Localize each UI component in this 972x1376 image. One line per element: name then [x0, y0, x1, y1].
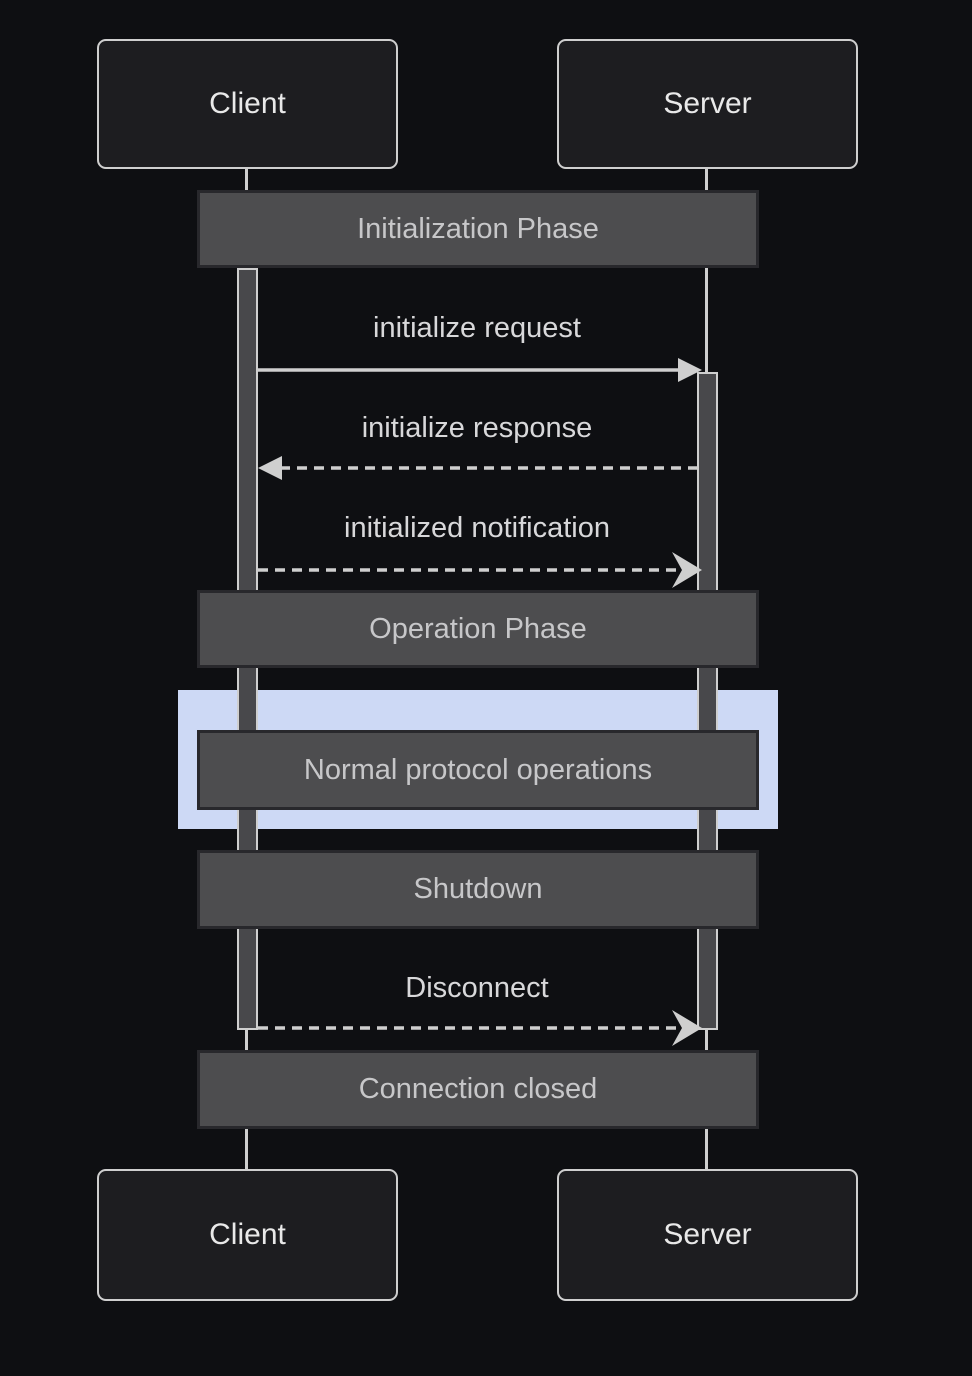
arrow-initialize-request	[258, 358, 702, 382]
actor-server-bottom: Server	[557, 1169, 858, 1301]
note-normal-protocol-operations-label: Normal protocol operations	[303, 753, 653, 786]
note-initialization-phase: Initialization Phase	[197, 190, 759, 268]
actor-server-bottom-label: Server	[663, 1218, 752, 1251]
note-operation-phase-label: Operation Phase	[369, 612, 587, 645]
actor-client-top-label: Client	[209, 87, 286, 120]
open-arrowhead-icon	[672, 1010, 702, 1046]
message-initialize-request-label: initialize request	[373, 312, 581, 344]
message-disconnect-label: Disconnect	[405, 972, 549, 1004]
message-initialized-notification-label: initialized notification	[344, 512, 610, 544]
actor-server-top: Server	[557, 39, 858, 169]
note-connection-closed: Connection closed	[197, 1050, 759, 1129]
note-operation-phase: Operation Phase	[197, 590, 759, 668]
actor-client-bottom: Client	[97, 1169, 398, 1301]
open-arrowhead-icon	[672, 552, 702, 588]
activation-bar-server	[697, 372, 718, 1030]
note-shutdown-label: Shutdown	[413, 873, 543, 905]
actor-client-top: Client	[97, 39, 398, 169]
note-connection-closed-label: Connection closed	[358, 1073, 598, 1105]
note-shutdown: Shutdown	[197, 850, 759, 929]
arrow-disconnect	[258, 1010, 702, 1046]
filled-arrowhead-icon	[678, 358, 702, 382]
message-initialize-response-label: initialize response	[361, 412, 593, 444]
filled-arrowhead-icon	[258, 456, 282, 480]
arrow-initialized-notification	[258, 552, 702, 588]
note-normal-protocol-operations: Normal protocol operations	[197, 730, 759, 810]
note-initialization-phase-label: Initialization Phase	[357, 212, 599, 245]
actor-client-bottom-label: Client	[209, 1218, 286, 1251]
arrow-initialize-response	[258, 456, 698, 480]
actor-server-top-label: Server	[663, 87, 752, 120]
